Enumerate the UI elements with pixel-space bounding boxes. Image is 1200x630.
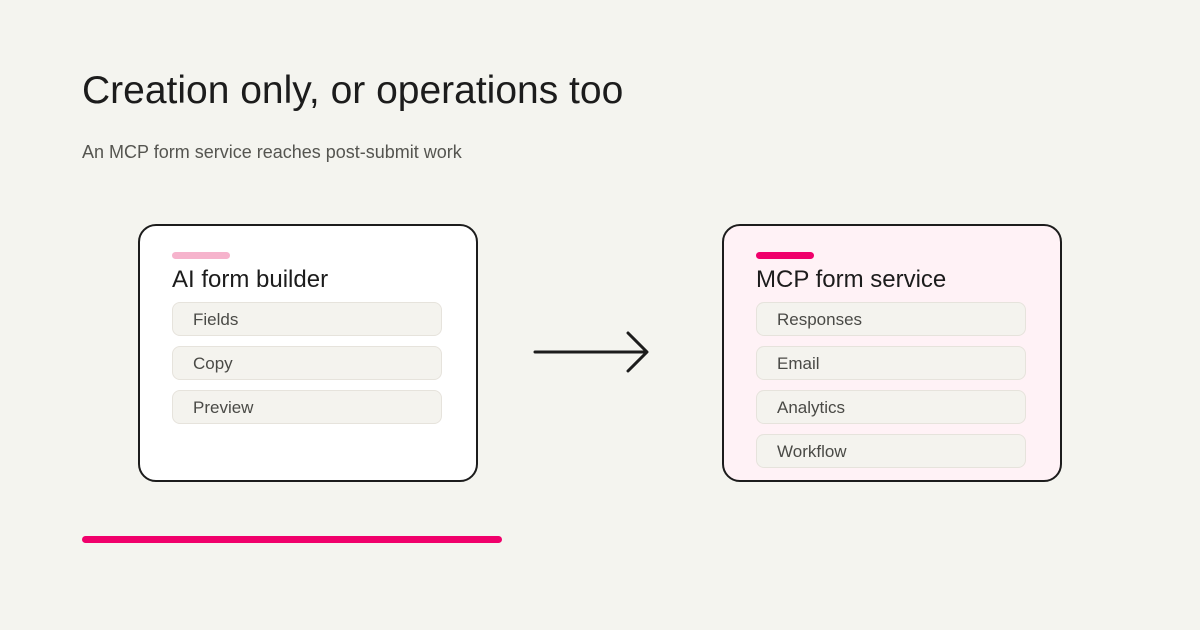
list-item-responses: Responses — [756, 302, 1026, 336]
list-item-fields: Fields — [172, 302, 442, 336]
page-title: Creation only, or operations too — [82, 69, 624, 112]
card-title: MCP form service — [756, 266, 947, 293]
list-item-analytics: Analytics — [756, 390, 1026, 424]
mcp-form-service-card: MCP form service Responses Email Analyti… — [722, 224, 1062, 482]
item-label: Preview — [193, 398, 254, 417]
card-accent-bar — [172, 252, 230, 259]
page-subtitle: An MCP form service reaches post-submit … — [82, 142, 462, 162]
arrow-right-icon — [533, 331, 649, 373]
item-label: Responses — [777, 310, 863, 329]
card-accent-bar — [756, 252, 814, 259]
accent-underline-bar — [82, 536, 502, 543]
item-label: Workflow — [777, 442, 847, 461]
item-label: Email — [777, 354, 820, 373]
list-item-workflow: Workflow — [756, 434, 1026, 468]
list-item-email: Email — [756, 346, 1026, 380]
item-label: Copy — [193, 354, 233, 373]
card-title: AI form builder — [172, 266, 329, 293]
item-label: Analytics — [777, 398, 846, 417]
list-item-preview: Preview — [172, 390, 442, 424]
item-label: Fields — [193, 310, 239, 329]
ai-form-builder-card: AI form builder Fields Copy Preview — [138, 224, 478, 482]
list-item-copy: Copy — [172, 346, 442, 380]
